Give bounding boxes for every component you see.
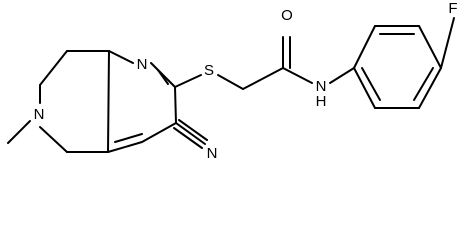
- ring-nitrogen-label: N: [137, 56, 148, 73]
- bond: [418, 67, 442, 109]
- bond: [107, 50, 110, 153]
- bond: [217, 74, 244, 90]
- bond: [242, 67, 284, 90]
- bond: [353, 67, 376, 109]
- bond: [7, 120, 31, 144]
- bonds: [7, 17, 455, 153]
- bond: [418, 25, 442, 69]
- bond: [108, 50, 134, 64]
- bond: [39, 50, 68, 86]
- bond: [440, 17, 455, 69]
- bond: [174, 86, 177, 124]
- bond: [107, 141, 143, 153]
- bond: [329, 67, 355, 84]
- amide-nitrogen-label: N: [316, 78, 327, 95]
- nitrile-nitrogen-label: N: [207, 145, 218, 162]
- bond: [174, 74, 202, 88]
- bond: [178, 119, 208, 141]
- carbonyl-oxygen-label: O: [281, 7, 293, 24]
- sulfur-label: S: [204, 62, 214, 79]
- amide-hydrogen-label: H: [316, 93, 327, 110]
- bond: [150, 62, 176, 88]
- bond: [173, 127, 203, 149]
- bond: [39, 126, 68, 153]
- bond: [282, 67, 313, 84]
- bond: [114, 133, 143, 143]
- chemical-structure: N S O N H F N N: [7, 0, 460, 162]
- bond: [175, 122, 206, 145]
- bond: [157, 69, 169, 85]
- atom-labels: N S O N H F N N: [32, 0, 460, 162]
- bond: [141, 122, 177, 143]
- bond: [361, 67, 381, 101]
- amine-nitrogen-label: N: [34, 106, 45, 123]
- bond: [353, 25, 376, 69]
- bond: [413, 67, 434, 101]
- fluorine-label: F: [448, 0, 457, 17]
